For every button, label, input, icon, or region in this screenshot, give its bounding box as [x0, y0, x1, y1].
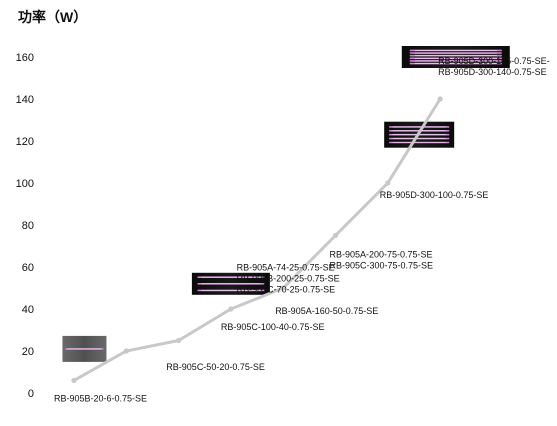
data-point — [332, 232, 339, 239]
y-tick-label: 100 — [16, 178, 34, 190]
y-axis-ticks: 0 20 40 60 80 100 120 140 160 — [16, 52, 34, 400]
y-tick-label: 0 — [28, 388, 34, 400]
y-tick-label: 120 — [16, 136, 34, 148]
y-tick-label: 160 — [16, 52, 34, 64]
annotation-label: RB-905A-200-75-0.75-SE — [330, 250, 433, 260]
y-tick-label: 80 — [22, 220, 34, 232]
y-tick-label: 40 — [22, 304, 34, 316]
annotation-label: RB-905D-300-165-0.75-SE- — [438, 56, 550, 66]
laser-images — [62, 46, 510, 362]
image-background — [401, 46, 510, 68]
laser-bar-image-4 — [401, 46, 510, 68]
series-line — [73, 98, 442, 382]
laser-bar-image-3 — [384, 121, 455, 148]
power-series — [71, 96, 443, 383]
annotation-label: RB-905A-74-25-0.75-SE — [237, 263, 335, 273]
annotation-label: RB-905D-300-100-0.75-SE — [380, 190, 489, 200]
annotation-label: RB-905C-300-75-0.75-SE — [330, 261, 434, 271]
annotation-label: RB-905C-50-20-0.75-SE — [166, 362, 265, 372]
y-tick-label: 20 — [22, 346, 34, 358]
data-point — [437, 96, 443, 102]
annotations: RB-905B-20-6-0.75-SE RB-905C-50-20-0.75-S… — [54, 56, 550, 403]
annotation-label: RB-905B-200-25-0.75-SE — [237, 274, 340, 284]
data-point — [71, 377, 77, 383]
y-axis-title: 功率（W） — [18, 9, 87, 25]
annotation-label: RB-905B-20-6-0.75-SE — [54, 393, 147, 403]
data-point — [385, 180, 391, 186]
data-point — [123, 348, 129, 354]
annotation-label: RB-905C-100-40-0.75-SE — [221, 322, 325, 332]
laser-bar-image-2 — [191, 272, 270, 295]
y-tick-label: 140 — [16, 94, 34, 106]
annotation-label: RB-905D-300-140-0.75-SE — [438, 67, 547, 77]
y-tick-label: 60 — [22, 262, 34, 274]
annotation-label: RB-905C-70-25-0.75-SE — [237, 285, 336, 295]
annotation-label: RB-905A-160-50-0.75-SE — [275, 306, 378, 316]
data-point — [176, 337, 182, 344]
data-point — [280, 285, 286, 291]
data-point — [228, 306, 234, 312]
laser-bar-image-1 — [62, 335, 107, 362]
